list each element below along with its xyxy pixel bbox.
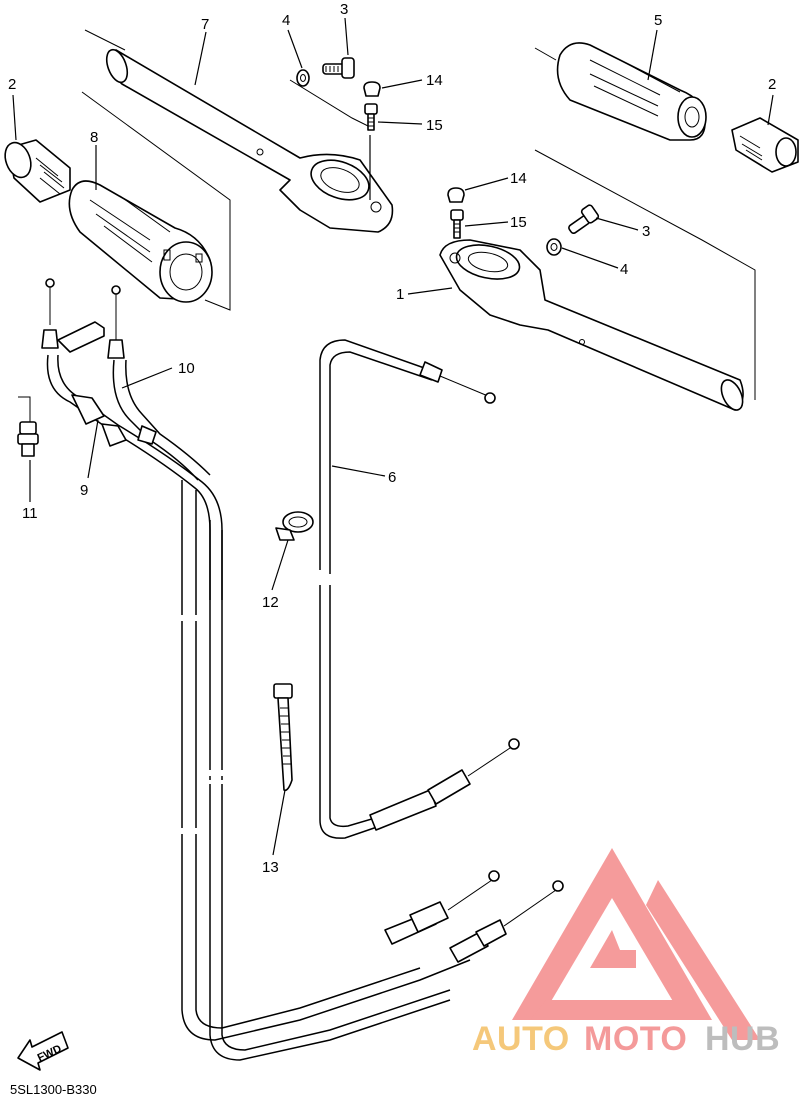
watermark-part-hub: HUB <box>705 1020 780 1058</box>
left-bar-end-weight <box>4 139 71 203</box>
left-throttle-grip <box>68 180 213 303</box>
cable-clamp-12 <box>275 511 314 541</box>
fwd-arrow: FWD <box>17 1031 69 1071</box>
right-handlebar <box>439 239 744 411</box>
label-3-upper: 3 <box>340 1 348 18</box>
label-13: 13 <box>262 859 279 876</box>
label-15-upper: 15 <box>426 117 443 134</box>
label-6: 6 <box>388 469 396 486</box>
label-14-lower: 14 <box>510 170 527 187</box>
label-4-upper: 4 <box>282 12 290 29</box>
label-3-lower: 3 <box>642 223 650 240</box>
label-2-right: 2 <box>768 76 776 93</box>
throttle-cable-assembly <box>41 278 223 600</box>
label-11: 11 <box>22 505 38 522</box>
cable-tie-13 <box>273 683 293 792</box>
diagram-code: 5SL1300-B330 <box>10 1082 97 1097</box>
clutch-cable <box>316 339 520 839</box>
watermark-part-auto: AUTO <box>472 1020 570 1058</box>
label-15-lower: 15 <box>510 214 527 231</box>
left-handlebar <box>105 48 394 233</box>
washer-4-lower <box>546 238 562 256</box>
label-10: 10 <box>178 360 195 377</box>
label-4-lower: 4 <box>620 261 628 278</box>
label-2-left: 2 <box>8 76 16 93</box>
label-9: 9 <box>80 482 88 499</box>
bolt-15-lower <box>450 209 464 239</box>
washer-4-upper <box>296 69 310 87</box>
watermark-part-moto: MOTO <box>584 1020 687 1058</box>
right-handlebar-grip <box>556 42 707 141</box>
label-5: 5 <box>654 12 662 29</box>
label-8: 8 <box>90 129 98 146</box>
label-7: 7 <box>201 16 209 33</box>
watermark-logo <box>512 848 760 1040</box>
bolt-11 <box>17 421 39 457</box>
cap-14-upper <box>363 81 381 97</box>
cap-14-lower <box>447 187 465 203</box>
throttle-cables-lower <box>178 480 564 1061</box>
right-bar-end-weight <box>731 117 799 173</box>
bolt-15-upper <box>364 103 378 131</box>
bolt-3-lower <box>568 204 600 235</box>
leader-lines <box>12 17 774 856</box>
label-14-upper: 14 <box>426 72 443 89</box>
label-1: 1 <box>396 286 404 303</box>
bolt-3-upper <box>322 57 355 79</box>
label-12: 12 <box>262 594 279 611</box>
part-number-labels: 1 2 2 3 3 4 4 5 6 7 8 9 10 11 12 13 14 1… <box>8 1 776 876</box>
